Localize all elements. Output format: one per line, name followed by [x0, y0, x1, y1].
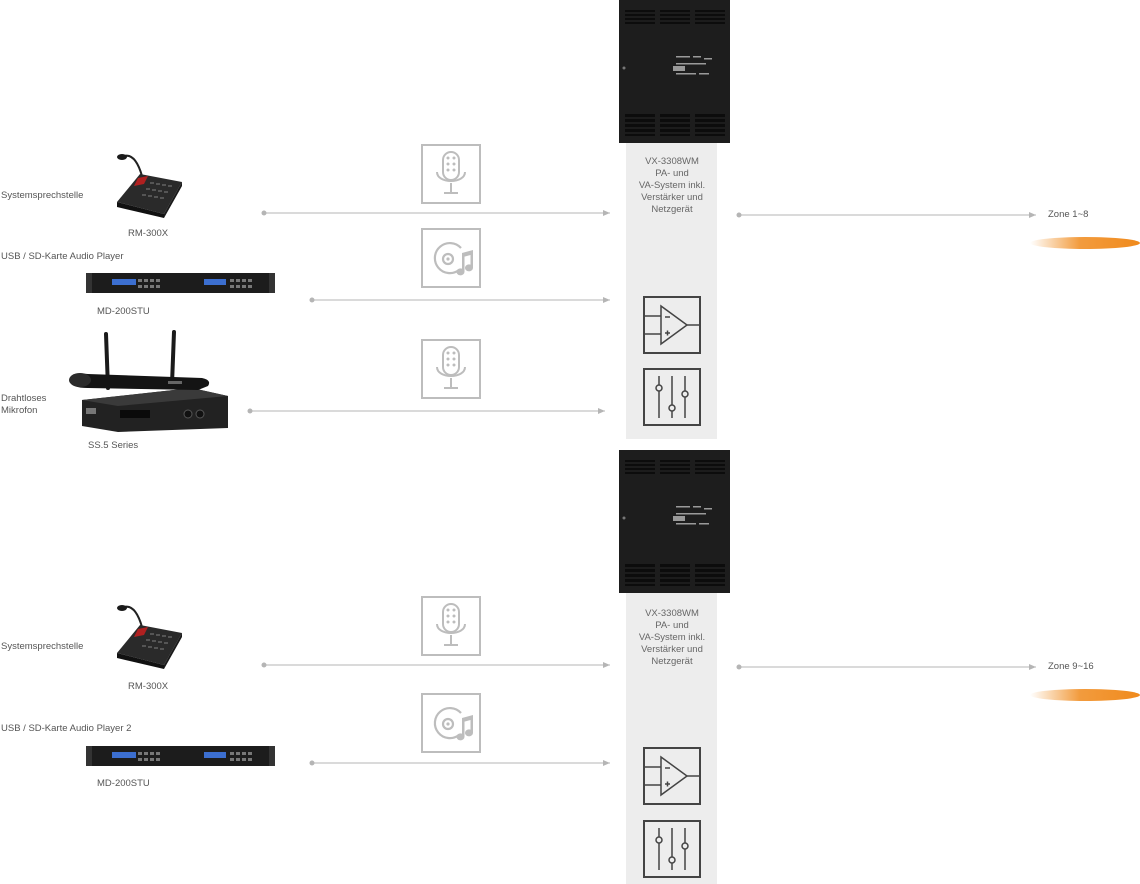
- zone-accent-top: [1030, 237, 1140, 249]
- zone-accent-bottom: [1030, 689, 1140, 701]
- source-label-systemsprechstelle-top: Systemsprechstelle: [1, 190, 84, 201]
- zone-label-bottom: Zone 9~16: [1048, 661, 1094, 672]
- microphone-icon: [421, 144, 481, 204]
- amplifier-icon: [643, 296, 701, 354]
- source-label-systemsprechstelle-bottom: Systemsprechstelle: [1, 641, 84, 652]
- signal-line-md200stu-top: [309, 297, 610, 303]
- microphone-icon: [421, 339, 481, 399]
- rm300x-device-image-top: [112, 152, 186, 218]
- microphone-icon: [421, 596, 481, 656]
- device-name-rm300x-top: RM-300X: [128, 228, 169, 239]
- signal-line-zone-bottom: [736, 664, 1036, 670]
- rm300x-device-image-bottom: [112, 603, 186, 669]
- vx3308wm-unit-top: [619, 0, 730, 143]
- source-label-usb-sd-player-top: USB / SD-Karte Audio Player: [1, 251, 124, 262]
- signal-line-zone-top: [736, 212, 1036, 218]
- md200stu-device-image-bottom: [86, 744, 275, 768]
- ss5-wireless-device-image: [68, 330, 246, 432]
- vx3308wm-unit-bottom: [619, 450, 730, 593]
- device-name-md200stu-bottom: MD-200STU: [97, 778, 150, 789]
- signal-line-wireless-mic: [247, 408, 605, 414]
- mixer-faders-icon: [643, 820, 701, 878]
- music-disc-icon: [421, 228, 481, 288]
- system-description-top: VX-3308WM PA- und VA-System inkl. Verstä…: [638, 156, 706, 215]
- zone-label-top: Zone 1~8: [1048, 209, 1089, 220]
- md200stu-device-image-top: [86, 271, 275, 295]
- music-disc-icon: [421, 693, 481, 753]
- device-name-rm300x-bottom: RM-300X: [128, 681, 169, 692]
- source-label-usb-sd-player-2: USB / SD-Karte Audio Player 2: [1, 723, 132, 734]
- signal-line-rm300x-bottom: [261, 662, 610, 668]
- signal-line-rm300x-top: [261, 210, 610, 216]
- device-name-md200stu-top: MD-200STU: [97, 306, 150, 317]
- signal-line-md200stu-bottom: [309, 760, 610, 766]
- system-description-bottom: VX-3308WM PA- und VA-System inkl. Verstä…: [638, 608, 706, 667]
- device-name-ss5-series: SS.5 Series: [88, 440, 139, 451]
- amplifier-icon: [643, 747, 701, 805]
- mixer-faders-icon: [643, 368, 701, 426]
- source-label-drahtloses-mikrofon: Drahtloses Mikrofon: [1, 393, 47, 416]
